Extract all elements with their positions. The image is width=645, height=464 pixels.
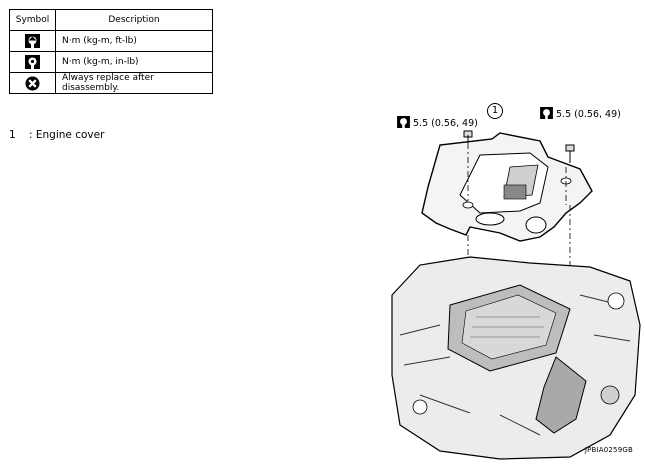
legend-description: N·m (kg-m, in-lb): [55, 51, 213, 73]
torque-wrench-icon: [540, 107, 553, 122]
part-number-marker: 1: [487, 103, 503, 119]
torque-wrench-icon: [9, 30, 56, 52]
torque-value: 5.5 (0.56, 49): [413, 118, 478, 129]
callout-row: 1 : Engine cover: [9, 129, 104, 141]
torque-wrench-small-icon: [9, 51, 56, 73]
symbol-legend-table: Symbol Description N·m (kg-m, ft-lb) N·m…: [9, 9, 213, 94]
engine-cover-diagram: [391, 130, 641, 460]
legend-header-row: Symbol Description: [9, 9, 213, 31]
do-not-reuse-icon: [9, 72, 56, 94]
legend-description: Always replace after disassembly.: [55, 72, 213, 94]
torque-value: 5.5 (0.56, 49): [556, 109, 621, 120]
figure-code: JPBIA0259GB: [584, 446, 633, 454]
callout-label: : Engine cover: [29, 129, 105, 141]
torque-spec-left: 5.5 (0.56, 49): [397, 116, 478, 131]
legend-header-symbol: Symbol: [9, 9, 56, 31]
torque-spec-right: 5.5 (0.56, 49): [540, 107, 621, 122]
callout-number: 1: [9, 129, 16, 141]
legend-header-description: Description: [55, 9, 213, 31]
torque-wrench-icon: [397, 116, 410, 131]
legend-row: N·m (kg-m, in-lb): [9, 51, 213, 73]
legend-row: N·m (kg-m, ft-lb): [9, 30, 213, 52]
legend-row: Always replace after disassembly.: [9, 72, 213, 94]
legend-description: N·m (kg-m, ft-lb): [55, 30, 213, 52]
